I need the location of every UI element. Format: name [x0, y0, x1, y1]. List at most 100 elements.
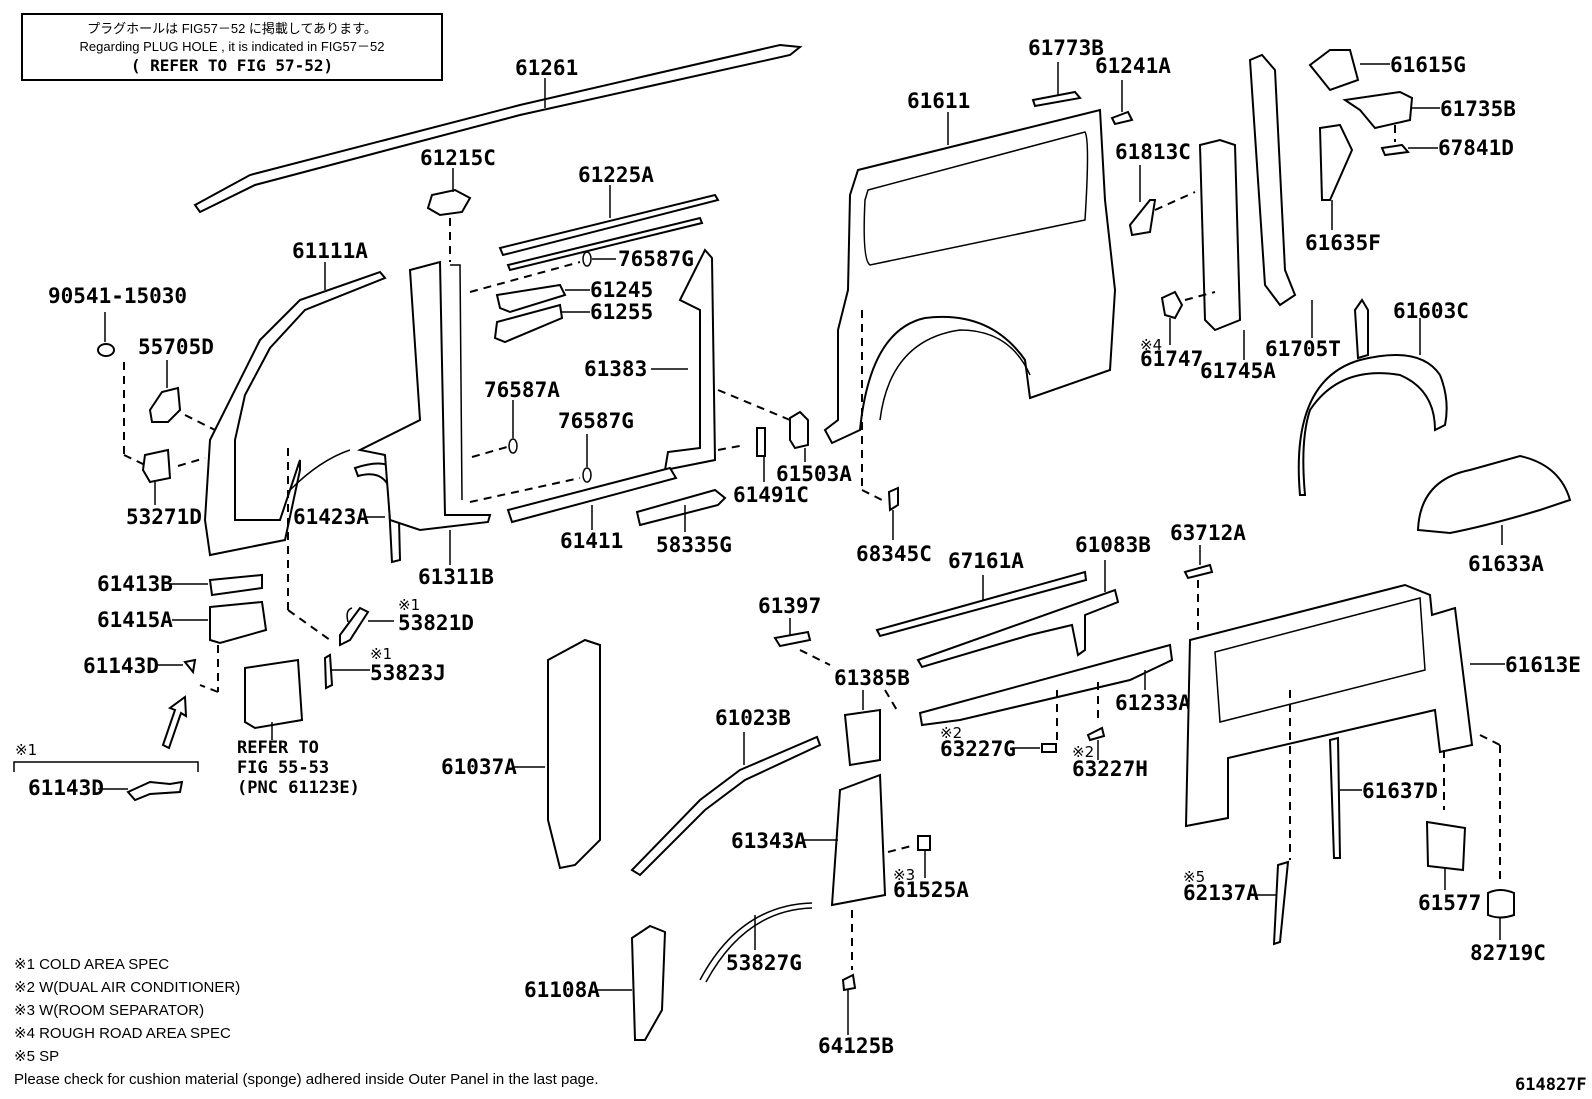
- mark-2-63227G: ※2: [940, 724, 962, 742]
- label-61491C: 61491C: [733, 483, 809, 507]
- label-61613E: 61613E: [1505, 653, 1581, 677]
- label-61411: 61411: [560, 529, 623, 553]
- part-67161A[interactable]: 67161A: [875, 549, 1088, 638]
- part-82719C[interactable]: 82719C: [1470, 889, 1546, 965]
- label-61233A: 61233A: [1115, 691, 1191, 715]
- part-58335G[interactable]: 58335G: [635, 488, 732, 557]
- part-61233A[interactable]: 61233A: [918, 643, 1191, 740]
- direction-arrow: [161, 695, 188, 750]
- part-61225A[interactable]: 61225A: [498, 163, 720, 272]
- part-68345C[interactable]: 68345C: [856, 486, 932, 566]
- part-53827G[interactable]: 53827G: [699, 902, 813, 983]
- label-68345C: 68345C: [856, 542, 932, 566]
- part-61613E[interactable]: 61613E: [1184, 583, 1581, 880]
- part-62137A[interactable]: ※5 62137A: [1183, 860, 1290, 946]
- label-61637D: 61637D: [1362, 779, 1438, 803]
- part-76587A[interactable]: 76587A: [471, 378, 560, 458]
- label-61083B: 61083B: [1075, 533, 1151, 557]
- part-67841D[interactable]: 67841D: [1380, 136, 1514, 160]
- part-53821D[interactable]: ※1 53821D: [287, 596, 474, 647]
- part-64125B[interactable]: 64125B: [818, 973, 894, 1058]
- label-61415A: 61415A: [97, 608, 173, 632]
- part-61245[interactable]: 61245: [495, 278, 653, 314]
- label-61773B: 61773B: [1028, 36, 1104, 60]
- part-76587G-lower[interactable]: 76587G: [469, 409, 634, 503]
- part-55705D[interactable]: 55705D: [138, 335, 216, 431]
- mark-3-61525A: ※3: [893, 866, 915, 884]
- label-61241A: 61241A: [1095, 54, 1171, 78]
- part-63227H[interactable]: ※2 63227H: [1072, 726, 1148, 781]
- label-55705D: 55705D: [138, 335, 214, 359]
- part-61635F[interactable]: 61635F: [1305, 123, 1381, 255]
- label-61143D-alt: 61143D: [28, 776, 104, 800]
- label-76587G-upper: 76587G: [618, 247, 694, 271]
- part-61123E-reference[interactable]: REFER TO FIG 55-53 (PNC 61123E): [237, 658, 360, 798]
- part-61633A[interactable]: 61633A: [1416, 454, 1572, 576]
- label-61023B: 61023B: [715, 706, 791, 730]
- label-53823J: 53823J: [370, 661, 446, 685]
- part-76587G-upper[interactable]: 76587G: [469, 247, 694, 293]
- part-61615G[interactable]: 61615G: [1308, 49, 1466, 92]
- label-61577: 61577: [1418, 891, 1481, 915]
- label-61735B: 61735B: [1440, 97, 1516, 121]
- part-61343A[interactable]: 61343A: [731, 773, 916, 970]
- part-61215C[interactable]: 61215C: [420, 146, 496, 262]
- part-61525A[interactable]: ※3 61525A: [893, 835, 969, 902]
- part-61813C[interactable]: 61813C: [1115, 140, 1196, 237]
- part-61491C[interactable]: 61491C: [733, 427, 809, 507]
- part-61108A[interactable]: 61108A: [524, 924, 667, 1041]
- part-61745A[interactable]: 61745A: [1198, 138, 1276, 383]
- part-53823J[interactable]: ※1 53823J: [323, 645, 446, 690]
- part-63712A[interactable]: 63712A: [1170, 521, 1246, 630]
- part-61143D[interactable]: 61143D: [83, 654, 197, 678]
- mark-4-61747: ※4: [1140, 336, 1162, 354]
- part-61415A[interactable]: 61415A: [97, 600, 268, 693]
- label-61615G: 61615G: [1390, 53, 1466, 77]
- cold-area-variant-group[interactable]: ※1 61143D: [13, 741, 199, 802]
- legend-item-5: ※5 SP: [14, 1048, 59, 1065]
- part-61241A[interactable]: 61241A: [1095, 54, 1171, 126]
- label-64125B: 64125B: [818, 1034, 894, 1058]
- label-82719C: 82719C: [1470, 941, 1546, 965]
- part-61397[interactable]: 61397: [758, 594, 831, 666]
- part-61037A[interactable]: 61037A: [441, 638, 601, 870]
- part-90541-15030[interactable]: 90541-15030: [48, 284, 187, 466]
- label-61111A: 61111A: [292, 239, 368, 263]
- part-61023B[interactable]: 61023B: [630, 706, 822, 877]
- part-61603C[interactable]: 61603C: [1297, 298, 1469, 496]
- part-61773B[interactable]: 61773B: [1028, 36, 1104, 108]
- part-61747[interactable]: ※4 61747: [1140, 290, 1216, 371]
- refer-line-2[interactable]: FIG 55-53: [237, 758, 329, 778]
- part-61705T[interactable]: 61705T: [1248, 53, 1341, 361]
- label-61343A: 61343A: [731, 829, 807, 853]
- legend-item-3: ※3 W(ROOM SEPARATOR): [14, 1002, 204, 1019]
- part-61413B[interactable]: 61413B: [97, 572, 263, 597]
- label-76587G-lower: 76587G: [558, 409, 634, 433]
- label-61633A: 61633A: [1468, 552, 1544, 576]
- part-61611[interactable]: 61611: [823, 89, 1117, 501]
- part-61637D[interactable]: 61637D: [1328, 736, 1438, 859]
- mark-5-62137A: ※5: [1183, 868, 1205, 886]
- label-61397: 61397: [758, 594, 821, 618]
- label-61413B: 61413B: [97, 572, 173, 596]
- part-61503A[interactable]: 61503A: [776, 410, 852, 486]
- part-53271D[interactable]: 53271D: [126, 448, 206, 529]
- notice-refer-fig[interactable]: ( REFER TO FIG 57-52): [131, 56, 333, 75]
- legend-item-1: ※1 COLD AREA SPEC: [14, 956, 169, 973]
- part-61255[interactable]: 61255: [493, 300, 653, 344]
- part-61423A[interactable]: 61423A: [287, 448, 402, 610]
- legend-item-4: ※4 ROUGH ROAD AREA SPEC: [14, 1025, 231, 1042]
- part-61311B[interactable]: 61311B: [356, 260, 494, 589]
- part-61411[interactable]: 61411: [506, 466, 678, 553]
- part-61735B[interactable]: 61735B: [1342, 90, 1516, 142]
- mark-1-53821D: ※1: [398, 596, 420, 614]
- part-61111A[interactable]: 61111A: [203, 239, 387, 557]
- part-61577[interactable]: 61577: [1418, 820, 1481, 915]
- label-61245: 61245: [590, 278, 653, 302]
- part-63227G[interactable]: ※2 63227G: [940, 724, 1057, 761]
- part-61083B[interactable]: 61083B: [916, 533, 1151, 669]
- label-61423A: 61423A: [293, 505, 369, 529]
- label-61813C: 61813C: [1115, 140, 1191, 164]
- part-61385B[interactable]: 61385B: [834, 666, 910, 767]
- part-61261[interactable]: 61261: [193, 43, 803, 214]
